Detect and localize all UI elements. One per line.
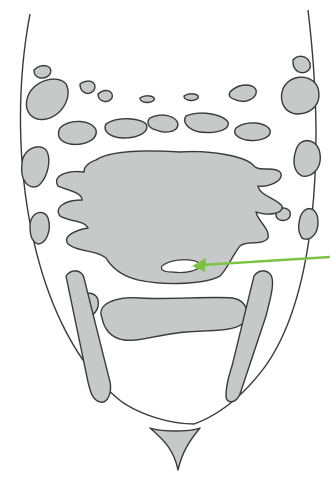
plate-upper-center-a <box>140 96 154 103</box>
plate-group-top <box>26 56 318 119</box>
plate-left-side-a <box>22 147 49 187</box>
plate-upper-left-mid <box>80 81 95 93</box>
plate-left-side-b <box>30 212 49 244</box>
plate-right-side-b <box>299 209 318 240</box>
right-rod <box>226 271 273 402</box>
plate-row2-4 <box>185 113 228 132</box>
plate-group-second <box>58 113 270 144</box>
plate-right-large <box>282 77 319 114</box>
plate-row2-1 <box>58 121 96 144</box>
plate-row2-2 <box>105 119 147 138</box>
plate-right-side-a <box>294 141 320 177</box>
left-rod <box>66 271 111 402</box>
lower-transverse-plate <box>101 297 247 340</box>
plate-row2-3 <box>148 115 178 132</box>
plate-left-large <box>26 79 68 119</box>
plate-row2-5 <box>235 123 270 141</box>
plate-upper-left-b <box>98 91 112 102</box>
tail-tip <box>150 428 200 470</box>
plate-upper-right-a <box>229 85 256 101</box>
plate-top-right-small <box>293 56 310 72</box>
plate-top-left-small <box>34 66 51 78</box>
plate-upper-center-b <box>184 94 198 101</box>
